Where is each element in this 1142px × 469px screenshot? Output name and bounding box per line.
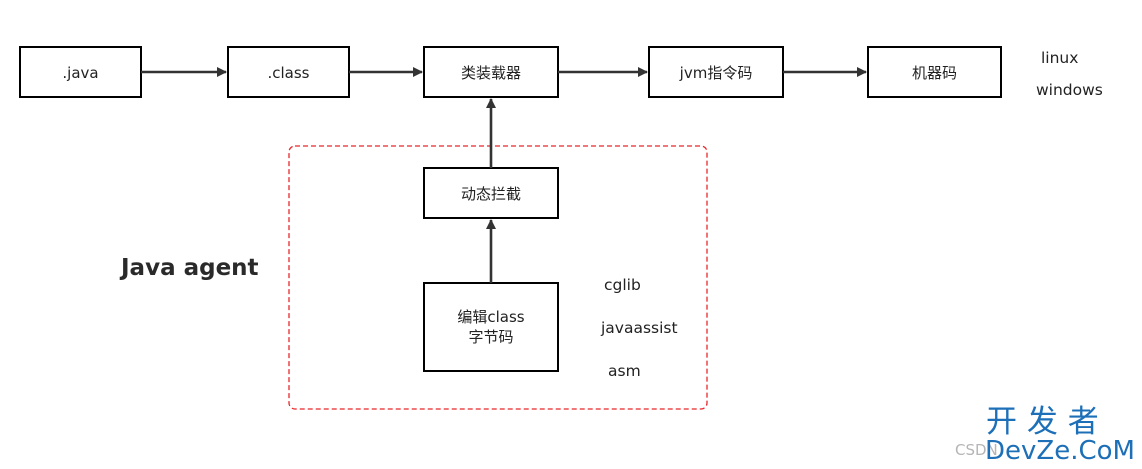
class-file-label: .class [267, 64, 309, 82]
java-source-label: .java [62, 64, 98, 82]
edit-bytecode-box: 编辑class 字节码 [423, 282, 559, 372]
edit-bytecode-label-line1: 编辑class [457, 308, 524, 326]
class-loader-box: 类装载器 [423, 46, 559, 98]
dynamic-intercept-box: 动态拦截 [423, 167, 559, 219]
jvm-instruction-label: jvm指令码 [679, 64, 753, 82]
devze-logo-latin: DevZe.CoM [985, 436, 1135, 466]
java-source-box: .java [19, 46, 142, 98]
class-file-box: .class [227, 46, 350, 98]
java-agent-group-frame [288, 145, 708, 410]
edit-bytecode-label-line2: 字节码 [468, 328, 513, 346]
jvm-instruction-box: jvm指令码 [648, 46, 784, 98]
class-loader-label: 类装载器 [461, 64, 521, 82]
platform-linux-label: linux [1041, 49, 1078, 67]
csdn-watermark: CSDN [955, 441, 998, 459]
dynamic-intercept-label: 动态拦截 [461, 185, 521, 203]
devze-logo-chinese: 开 发 者 [986, 404, 1099, 440]
library-asm-label: asm [608, 362, 641, 380]
machine-code-box: 机器码 [867, 46, 1002, 98]
library-javaassist-label: javaassist [600, 319, 678, 337]
library-cglib-label: cglib [604, 276, 641, 294]
java-agent-title: Java agent [119, 255, 259, 281]
platform-windows-label: windows [1036, 81, 1103, 99]
machine-code-label: 机器码 [912, 64, 957, 82]
